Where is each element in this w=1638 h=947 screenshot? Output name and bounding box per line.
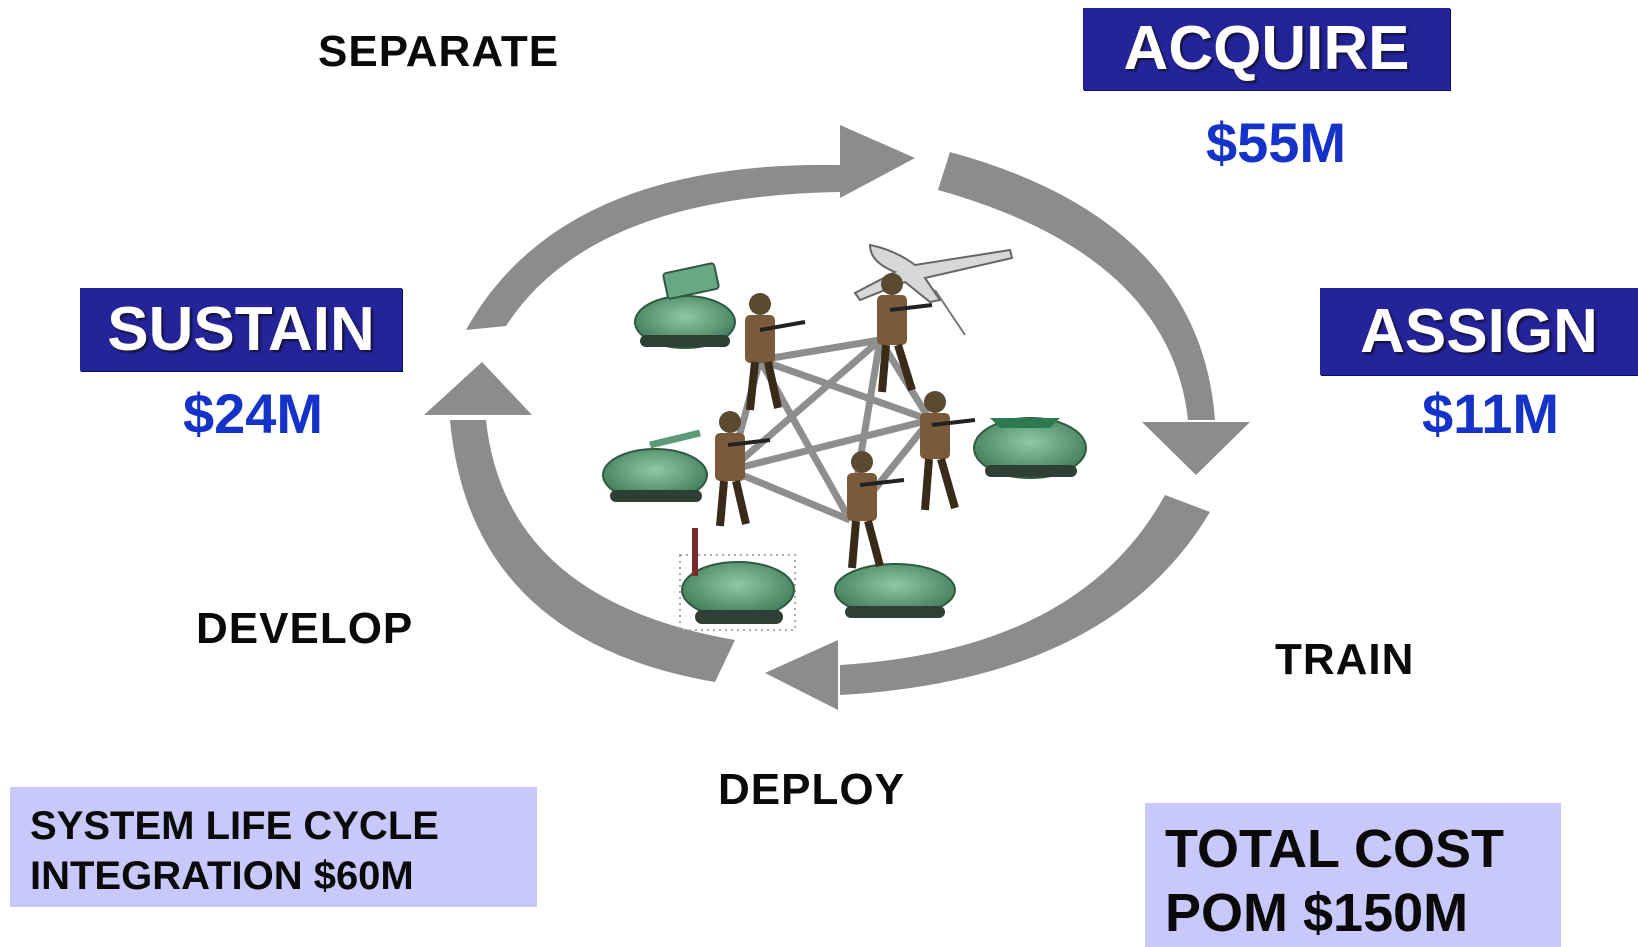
armored-vehicle-icon: [679, 528, 796, 631]
integration-line-2: INTEGRATION $60M: [30, 854, 414, 898]
cycle-arrow-icon: [424, 362, 735, 682]
armored-vehicle-icon: [602, 429, 708, 502]
total-cost-line-1: TOTAL COST: [1165, 819, 1505, 879]
integration-cost-box: SYSTEM LIFE CYCLE INTEGRATION $60M: [10, 787, 537, 907]
network-link-icon: [727, 337, 883, 473]
soldier-icon: [715, 411, 771, 527]
stage-label-develop: DEVELOP: [196, 604, 414, 653]
stage-label-train: TRAIN: [1275, 635, 1415, 684]
armored-vehicle-icon: [973, 417, 1087, 479]
armored-vehicle-icon: [834, 563, 956, 618]
phase-box-sustain: SUSTAIN: [80, 288, 402, 371]
soldier-icon: [745, 293, 806, 411]
total-cost-line-2: POM $150M: [1165, 883, 1469, 943]
integration-line-1: SYSTEM LIFE CYCLE: [30, 804, 439, 848]
network-link-icon: [729, 416, 931, 474]
cost-sustain: $24M: [183, 382, 324, 445]
network-link-icon: [759, 336, 881, 364]
network-link-icon: [758, 356, 932, 424]
cost-acquire: $55M: [1206, 111, 1347, 174]
total-cost-box: TOTAL COST POM $150M: [1145, 803, 1561, 947]
network-link-icon: [728, 466, 852, 524]
cycle-arrow-icon: [466, 125, 915, 330]
cycle-arrow-icon: [938, 152, 1250, 475]
phase-box-acquire: ACQUIRE: [1083, 8, 1450, 90]
uav-drone-icon: [853, 243, 1014, 336]
soldier-icon: [847, 451, 905, 569]
stage-label-deploy: DEPLOY: [718, 765, 905, 814]
phase-box-assign: ASSIGN: [1320, 288, 1638, 375]
soldier-icon: [877, 273, 933, 393]
network-links: [726, 336, 933, 524]
soldier-icon: [920, 391, 976, 511]
armored-vehicle-icon: [634, 262, 736, 349]
stage-label-separate: SEPARATE: [318, 27, 560, 76]
cost-assign: $11M: [1422, 382, 1559, 445]
cycle-arrow-icon: [765, 495, 1210, 710]
